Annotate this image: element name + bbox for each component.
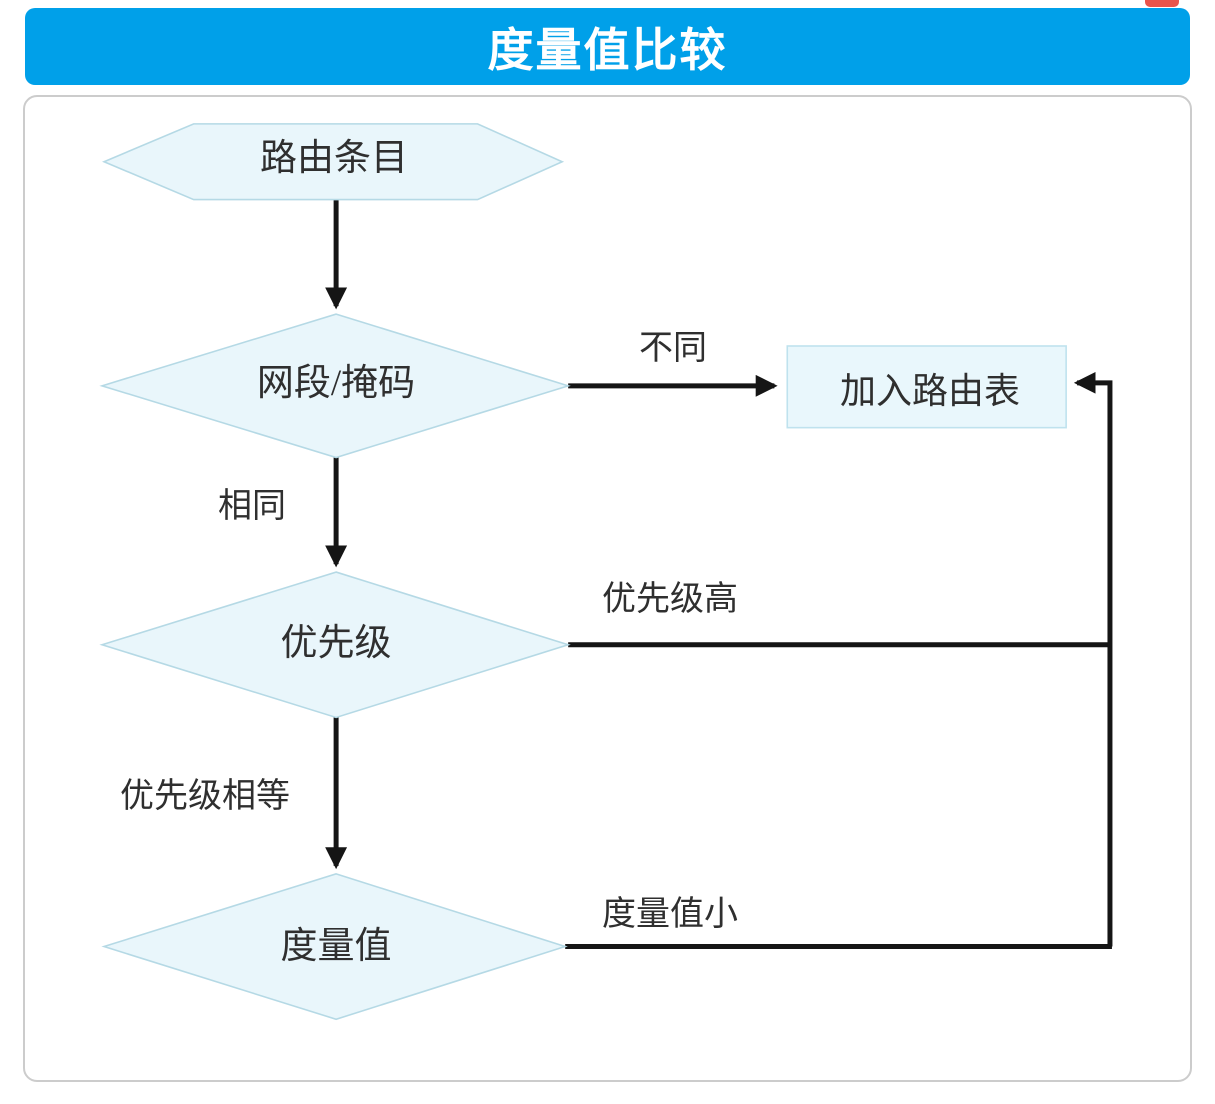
page-title: 度量值比较 [487,24,728,76]
node-netmask-label: 网段/掩码 [256,363,416,404]
edge-label-priority-high: 优先级高 [602,581,738,618]
diamond-metric-shape [101,873,568,1021]
diamond-netmask-shape [99,313,571,459]
diamond-priority-shape [99,571,571,719]
node-route-entry-label: 路由条目 [260,138,408,179]
flowchart-panel: 路由条目 网段/掩码 优先级 度量值 加入路由表 不同 相同 优先级高 优先级相… [23,95,1192,1082]
edge-label-priority-equal: 优先级相等 [120,778,290,815]
rect-add-route-table-shape [786,345,1067,429]
title-bar: 度量值比较 [25,8,1190,85]
node-metric-label: 度量值 [280,926,392,967]
node-priority-label: 优先级 [280,623,392,664]
hexagon-route-entry-shape [102,123,565,201]
red-badge-fragment [1145,0,1179,7]
flowchart-canvas [99,123,1113,1021]
edge-label-same: 相同 [218,488,286,525]
node-add-route-table-label: 加入路由表 [839,371,1020,411]
edge-label-metric-small: 度量值小 [602,896,738,933]
edge-label-different: 不同 [639,330,707,367]
edge-return-to-routetable [1073,371,1113,947]
